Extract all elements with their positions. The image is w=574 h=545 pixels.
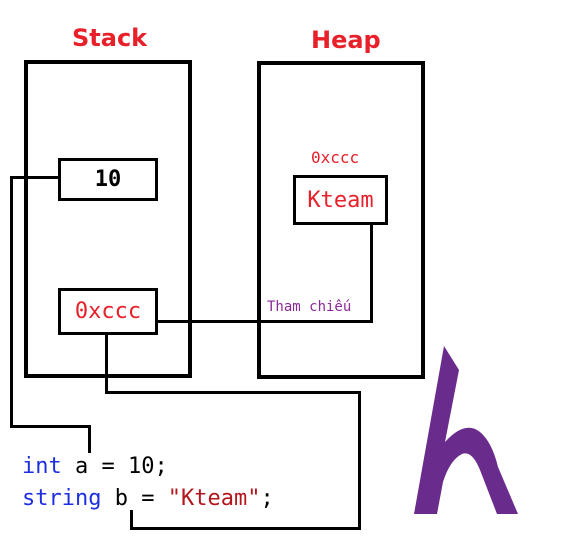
wire-b-to-ref — [105, 335, 108, 394]
code-string-literal: "Kteam" — [167, 486, 261, 511]
heap-title: Heap — [311, 26, 381, 54]
code-line-1-rest: a = 10; — [61, 454, 168, 479]
code-line-2: string b = "Kteam"; — [22, 483, 274, 515]
stack-title: Stack — [72, 24, 148, 52]
heap-object-text: Kteam — [307, 187, 374, 213]
stack-ref-cell: 0xccc — [58, 288, 158, 335]
stack-value-cell: 10 — [58, 158, 158, 201]
code-keyword-int: int — [22, 454, 62, 479]
code-line-2-end: ; — [260, 486, 274, 511]
stack-ref-text: 0xccc — [74, 299, 142, 324]
wire-reference — [158, 320, 373, 323]
wire-a-to-value — [10, 176, 60, 179]
stack-value-text: 10 — [94, 167, 122, 192]
reference-label: Tham chiếu — [266, 299, 353, 315]
heap-object-cell: Kteam — [293, 175, 388, 225]
kteam-logo-icon — [414, 346, 518, 514]
code-line-1: int a = 10; — [22, 451, 168, 483]
heap-address: 0xccc — [311, 148, 360, 167]
code-line-2-mid: b = — [101, 486, 168, 511]
code-keyword-string: string — [22, 486, 102, 511]
